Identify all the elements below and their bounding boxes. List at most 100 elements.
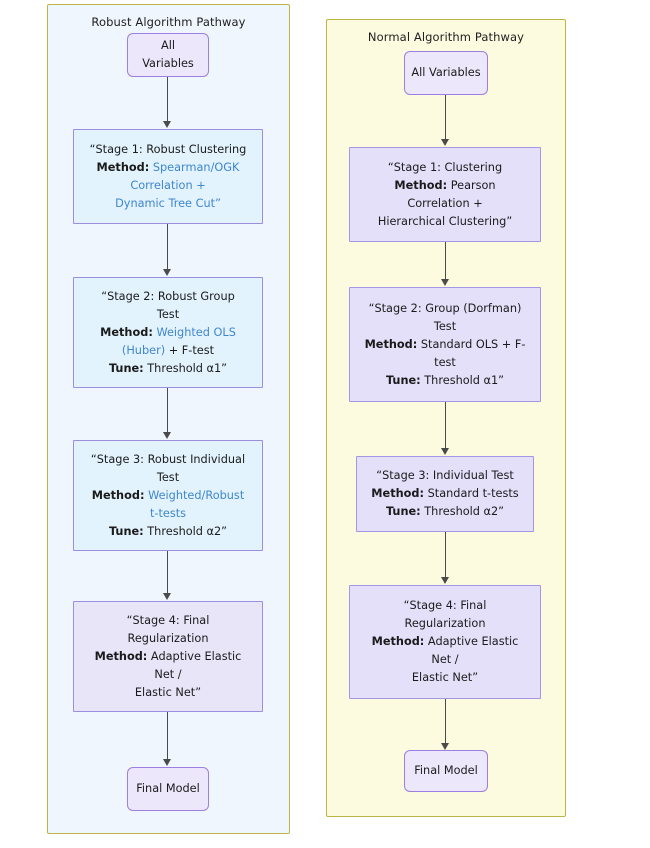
extra-suffix: + F-test	[165, 343, 215, 357]
stage-extra-line: t-tests	[149, 506, 187, 520]
node-normal-stage3[interactable]: “Stage 3: Individual Test Method: Standa…	[356, 456, 534, 532]
stage-extra-line: test	[434, 355, 456, 369]
node-normal-final-model[interactable]: Final Model	[404, 750, 488, 792]
stage-extra-line: (Huber) + F-test	[80, 342, 256, 360]
node-label: Final Model	[414, 764, 478, 777]
arrowhead-robust-1	[163, 121, 171, 128]
node-robust-stage2[interactable]: “Stage 2: Robust Group Test Method: Weig…	[73, 277, 263, 388]
method-value: Weighted/Robust	[148, 488, 245, 502]
node-normal-all-variables[interactable]: All Variables	[404, 51, 488, 95]
arrowhead-robust-3	[163, 432, 171, 439]
node-robust-all-variables[interactable]: All Variables	[127, 33, 209, 77]
stage-title-line2: Regularization	[127, 631, 209, 645]
tune-value: Threshold α1”	[424, 373, 505, 387]
method-value: Adaptive Elastic	[150, 649, 242, 663]
node-label: Final Model	[136, 782, 200, 795]
stage-title-line2: Test	[433, 319, 457, 333]
tune-label: Tune:	[108, 524, 144, 538]
subgraph-title-robust: Robust Algorithm Pathway	[91, 15, 246, 29]
arrowhead-robust-5	[163, 759, 171, 766]
arrowhead-robust-4	[163, 593, 171, 600]
method-value: Standard t-tests	[427, 487, 519, 500]
method-label: Method:	[91, 488, 145, 502]
stage-title: “Stage 1: Clustering	[387, 160, 503, 174]
stage-extra-line: Elastic Net”	[411, 671, 479, 684]
stage-title: “Stage 4: Final	[126, 613, 210, 627]
edge-normal-stage2-to-stage3	[445, 402, 447, 449]
arrowhead-normal-4	[441, 577, 449, 584]
edge-robust-all-to-stage1	[167, 77, 169, 122]
arrowhead-normal-1	[441, 139, 449, 146]
stage-method-line: Method: Standard t-tests	[363, 485, 527, 503]
stage-method-line: Method: Spearman/OGK	[80, 159, 256, 177]
edge-normal-stage3-to-stage4	[445, 532, 447, 578]
edge-normal-all-to-stage1	[445, 95, 447, 140]
stage-title-line2: Regularization	[404, 617, 486, 630]
stage-method-line: Method: Weighted/Robust	[80, 487, 256, 505]
tune-label: Tune:	[108, 361, 144, 375]
stage-title: “Stage 2: Group (Dorfman)	[368, 301, 522, 315]
edge-normal-stage4-to-final	[445, 699, 447, 744]
method-label: Method:	[371, 635, 425, 648]
method-label: Method:	[371, 487, 425, 500]
extra-highlight: (Huber)	[121, 343, 166, 357]
stage-title: “Stage 3: Robust Individual	[90, 452, 246, 466]
stage-title: “Stage 4: Final	[403, 599, 487, 612]
node-robust-stage3[interactable]: “Stage 3: Robust Individual Test Method:…	[73, 440, 263, 551]
stage-extra-line: Hierarchical Clustering”	[377, 214, 513, 228]
stage-tune-line: Tune: Threshold α2”	[363, 503, 527, 521]
stage-title-line2: Test	[156, 470, 180, 484]
node-robust-stage1[interactable]: “Stage 1: Robust Clustering Method: Spea…	[73, 129, 263, 224]
node-normal-stage2[interactable]: “Stage 2: Group (Dorfman) Test Method: S…	[349, 287, 541, 402]
method-value: Weighted OLS	[156, 325, 236, 339]
stage-method-line: Method: Weighted OLS	[80, 324, 256, 342]
method-value: Pearson	[450, 178, 496, 192]
stage-extra-line: Elastic Net”	[134, 685, 202, 699]
stage-tune-line: Tune: Threshold α1”	[80, 360, 256, 378]
node-robust-final-model[interactable]: Final Model	[127, 767, 209, 811]
tune-label: Tune:	[385, 505, 421, 518]
arrowhead-robust-2	[163, 269, 171, 276]
node-robust-stage4[interactable]: “Stage 4: Final Regularization Method: A…	[73, 601, 263, 712]
method-label: Method:	[394, 178, 448, 192]
stage-method-line: Method: Adaptive Elastic	[356, 633, 534, 651]
arrowhead-normal-2	[441, 279, 449, 286]
method-label: Method:	[94, 649, 148, 663]
method-value: Spearman/OGK	[152, 160, 240, 174]
stage-tune-line: Tune: Threshold α2”	[80, 523, 256, 541]
method-label: Method:	[100, 325, 153, 339]
node-label: All Variables	[411, 66, 481, 79]
stage-method-line: Method: Standard OLS + F-	[356, 336, 534, 354]
method-label: Method:	[364, 337, 418, 351]
stage-extra-line: Net /	[154, 667, 182, 681]
stage-title: “Stage 1: Robust Clustering	[89, 142, 247, 156]
arrowhead-normal-5	[441, 743, 449, 750]
edge-robust-stage4-to-final	[167, 712, 169, 760]
method-value: Adaptive Elastic	[427, 635, 519, 648]
method-value: Standard OLS + F-	[420, 337, 526, 351]
edge-normal-stage1-to-stage2	[445, 242, 447, 280]
tune-label: Tune:	[385, 373, 421, 387]
edge-robust-stage2-to-stage3	[167, 388, 169, 433]
stage-method-line: Method: Adaptive Elastic	[80, 648, 256, 666]
stage-method-line: Method: Pearson	[356, 177, 534, 195]
method-label: Method:	[96, 160, 150, 174]
subgraph-title-normal: Normal Algorithm Pathway	[367, 30, 525, 44]
stage-extra-line: Correlation +	[130, 178, 206, 192]
node-label: All Variables	[142, 39, 194, 70]
arrowhead-normal-3	[441, 448, 449, 455]
stage-extra-line: Correlation +	[407, 196, 483, 210]
stage-title: “Stage 3: Individual Test	[376, 469, 514, 482]
stage-extra-line: Dynamic Tree Cut”	[115, 196, 221, 210]
stage-title: “Stage 2: Robust Group	[101, 289, 235, 303]
edge-robust-stage1-to-stage2	[167, 224, 169, 270]
tune-value: Threshold α1”	[147, 361, 228, 375]
edge-robust-stage3-to-stage4	[167, 551, 169, 594]
tune-value: Threshold α2”	[424, 505, 505, 518]
node-normal-stage1[interactable]: “Stage 1: Clustering Method: Pearson Cor…	[349, 147, 541, 242]
node-normal-stage4[interactable]: “Stage 4: Final Regularization Method: A…	[349, 585, 541, 699]
stage-tune-line: Tune: Threshold α1”	[356, 372, 534, 390]
stage-title-line2: Test	[156, 307, 180, 321]
tune-value: Threshold α2”	[147, 524, 228, 538]
